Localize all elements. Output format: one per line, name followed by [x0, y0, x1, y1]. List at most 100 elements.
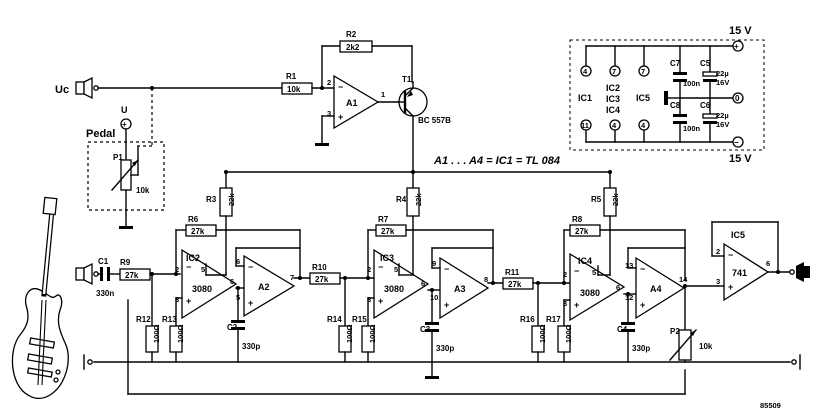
svg-text:3080: 3080 — [192, 284, 212, 294]
svg-text:3: 3 — [327, 109, 331, 118]
svg-text:2: 2 — [327, 78, 331, 87]
svg-text:9: 9 — [432, 259, 436, 268]
resistor-r9: 27k R9 — [119, 258, 151, 281]
svg-text:IC2: IC2 — [186, 253, 200, 263]
svg-text:C7: C7 — [670, 59, 681, 68]
svg-text:−: − — [378, 262, 383, 272]
svg-text:2: 2 — [175, 265, 179, 274]
svg-text:100Ω: 100Ω — [345, 324, 354, 343]
output-jack — [789, 262, 810, 282]
svg-text:4: 4 — [641, 121, 646, 130]
svg-text:6: 6 — [421, 279, 425, 288]
svg-text:2k2: 2k2 — [346, 43, 360, 52]
svg-text:R2: R2 — [346, 30, 357, 39]
svg-text:27k: 27k — [575, 227, 589, 236]
svg-text:+: + — [186, 296, 191, 306]
svg-text:27k: 27k — [191, 227, 205, 236]
svg-text:IC5: IC5 — [731, 230, 745, 240]
uc-input-jack — [75, 76, 99, 100]
u-supply-terminal: + U — [120, 105, 132, 130]
svg-text:7: 7 — [641, 67, 645, 76]
svg-text:−: − — [248, 262, 253, 272]
svg-text:U: U — [121, 105, 128, 115]
svg-text:3080: 3080 — [384, 284, 404, 294]
capacitor-c1: C1 330n — [96, 257, 114, 298]
svg-text:BC 557B: BC 557B — [418, 116, 451, 125]
resistor-r2: 2k2 R2 — [339, 30, 373, 53]
resistor-r11: 27k R11 — [502, 268, 534, 290]
svg-text:100Ω: 100Ω — [368, 324, 377, 343]
svg-text:C3: C3 — [420, 325, 431, 334]
svg-text:6: 6 — [236, 257, 240, 266]
svg-text:R9: R9 — [120, 258, 131, 267]
svg-text:−: − — [444, 264, 449, 274]
svg-text:IC5: IC5 — [636, 93, 650, 103]
svg-text:10k: 10k — [699, 342, 713, 351]
ground-rail — [83, 354, 801, 370]
resistor-r10: 27k R10 — [309, 263, 341, 285]
output-buffer-ic5: − + 741 IC5 2 3 6 — [711, 221, 791, 302]
svg-text:12: 12 — [625, 293, 633, 302]
figure-code: 85509 — [760, 401, 781, 410]
svg-text:C6: C6 — [700, 101, 711, 110]
svg-text:5: 5 — [592, 268, 596, 277]
svg-text:7: 7 — [612, 67, 616, 76]
svg-text:5: 5 — [394, 265, 398, 274]
svg-text:1: 1 — [381, 90, 385, 99]
svg-text:27k: 27k — [381, 227, 395, 236]
svg-text:10: 10 — [430, 293, 438, 302]
svg-text:+: + — [378, 296, 383, 306]
svg-text:22µ: 22µ — [716, 111, 729, 120]
svg-text:100Ω: 100Ω — [152, 324, 161, 343]
svg-text:−: − — [734, 138, 739, 147]
svg-text:IC3: IC3 — [606, 94, 620, 104]
guitar-icon — [11, 196, 69, 400]
svg-text:3: 3 — [367, 295, 371, 304]
svg-text:+: + — [338, 112, 343, 122]
svg-text:R7: R7 — [378, 215, 389, 224]
svg-text:4: 4 — [583, 67, 588, 76]
svg-text:8: 8 — [484, 275, 488, 284]
svg-text:C8: C8 — [670, 101, 681, 110]
svg-text:14: 14 — [679, 275, 688, 284]
svg-text:22k: 22k — [611, 193, 620, 206]
svg-text:R6: R6 — [188, 215, 199, 224]
svg-text:A3: A3 — [454, 284, 466, 294]
stage-1: 27k R6 − + IC2 3080 5 2 3 6 − + A2 6 5 7 — [136, 215, 311, 363]
svg-text:−: − — [728, 250, 733, 260]
bias-network: 22k R3 22k R4 22k R5 — [206, 170, 620, 276]
svg-text:C1: C1 — [98, 257, 109, 266]
svg-text:IC4: IC4 — [606, 105, 620, 115]
svg-text:+: + — [728, 282, 733, 292]
svg-text:16V: 16V — [716, 78, 729, 87]
svg-text:P1: P1 — [113, 153, 123, 162]
svg-text:22k: 22k — [227, 193, 236, 206]
svg-text:C5: C5 — [700, 59, 711, 68]
svg-text:C4: C4 — [617, 325, 628, 334]
svg-text:R10: R10 — [312, 263, 327, 272]
svg-text:−: − — [338, 82, 343, 92]
svg-text:P2: P2 — [670, 327, 680, 336]
svg-text:100Ω: 100Ω — [564, 324, 573, 343]
svg-text:R12: R12 — [136, 315, 151, 324]
svg-text:27k: 27k — [315, 275, 329, 284]
transistor-t1: T1 BC 557B — [397, 75, 451, 125]
resistor-r1: 10k R1 — [281, 72, 313, 95]
svg-text:7: 7 — [290, 273, 294, 282]
svg-text:16V: 16V — [716, 120, 729, 129]
svg-text:6: 6 — [230, 277, 234, 286]
svg-text:R1: R1 — [286, 72, 297, 81]
svg-text:IC1: IC1 — [578, 93, 592, 103]
svg-text:−: − — [574, 266, 579, 276]
svg-text:R8: R8 — [572, 215, 583, 224]
svg-text:A1: A1 — [346, 98, 358, 108]
svg-text:+: + — [734, 42, 739, 51]
svg-text:R5: R5 — [591, 195, 602, 204]
svg-text:330p: 330p — [632, 344, 650, 353]
svg-text:R15: R15 — [352, 315, 367, 324]
potentiometer-p1: P1 10k — [111, 153, 150, 195]
svg-text:3080: 3080 — [580, 288, 600, 298]
svg-text:IC3: IC3 — [380, 253, 394, 263]
svg-text:100Ω: 100Ω — [176, 324, 185, 343]
stage-2: 27k R7 − + IC3 3080 5 2 3 6 − + A3 9 10 … — [327, 215, 504, 379]
